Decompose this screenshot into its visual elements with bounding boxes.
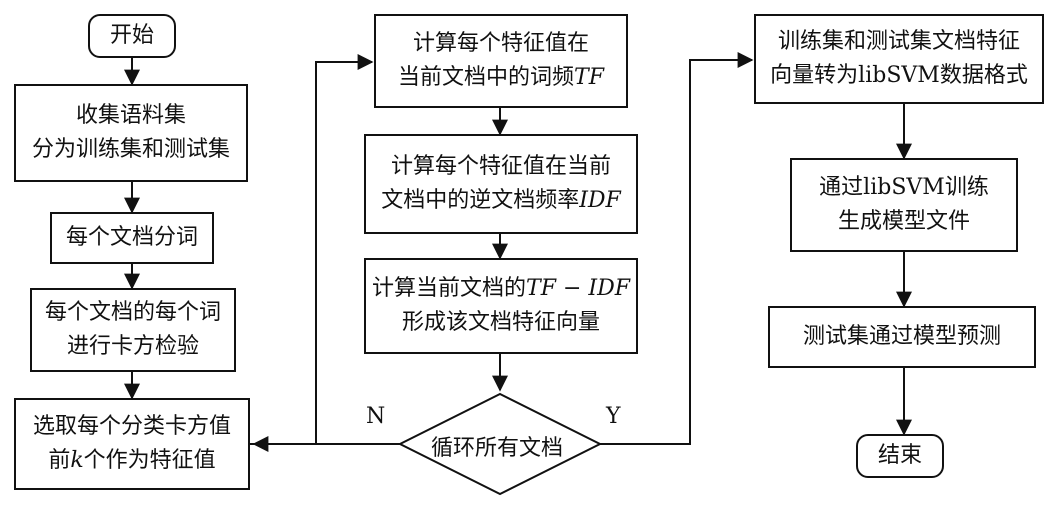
select-line-1: 选取每个分类卡方值 (32, 414, 231, 439)
branch-yes-label: Y (606, 404, 621, 429)
collect-corpus-box: 收集语料集 分为训练集和测试集 (14, 84, 248, 182)
idf-line-2-text: 文档中的逆文档频率 (381, 188, 580, 213)
chi-line-1: 每个文档的每个词 (44, 300, 221, 325)
chi-square-box: 每个文档的每个词 进行卡方检验 (30, 288, 236, 372)
collect-line-2: 分为训练集和测试集 (31, 137, 230, 162)
end-node: 结束 (856, 434, 944, 478)
tf-symbol: TF (574, 65, 604, 90)
tfidf-line-1: 计算当前文档的TF − IDF (372, 272, 630, 306)
convert-line-1: 训练集和测试集文档特征 (777, 29, 1020, 54)
loop-diamond (397, 392, 603, 496)
train-line-2: 生成模型文件 (837, 209, 970, 234)
arrow-select-to-tf (250, 54, 374, 445)
tfidf-symbol: TF − IDF (526, 276, 630, 301)
idf-symbol: IDF (579, 188, 621, 213)
collect-line-1: 收集语料集 (75, 103, 186, 128)
start-label: 开始 (109, 23, 154, 48)
tfidf-line-1-text: 计算当前文档的 (372, 276, 527, 301)
segment-box: 每个文档分词 (50, 212, 214, 264)
tf-line-1: 计算每个特征值在 (412, 31, 589, 56)
predict-label: 测试集通过模型预测 (802, 324, 1001, 349)
train-line-1: 通过libSVM训练 (819, 175, 989, 200)
tf-line-2: 当前文档中的词频TF (398, 61, 604, 95)
idf-line-2: 文档中的逆文档频率IDF (381, 184, 621, 218)
chi-line-2: 进行卡方检验 (66, 334, 199, 359)
convert-line-2: 向量转为libSVM数据格式 (770, 63, 1028, 88)
select-line-2: 前k个作为特征值 (48, 444, 215, 478)
convert-format-box: 训练集和测试集文档特征 向量转为libSVM数据格式 (754, 14, 1044, 104)
idf-box: 计算每个特征值在当前 文档中的逆文档频率IDF (364, 134, 638, 234)
segment-label: 每个文档分词 (65, 225, 198, 250)
branch-no-label: N (366, 404, 386, 429)
select-line-2-prefix: 前 (48, 448, 71, 473)
end-label: 结束 (877, 443, 922, 468)
start-node: 开始 (88, 14, 176, 58)
select-features-box: 选取每个分类卡方值 前k个作为特征值 (14, 398, 250, 490)
select-line-2-suffix: 个作为特征值 (83, 448, 216, 473)
loop-label: 循环所有文档 (431, 436, 564, 461)
arrow-loop-yes-to-convert (600, 52, 754, 445)
select-k-variable: k (70, 448, 84, 473)
tfidf-line-2: 形成该文档特征向量 (401, 310, 600, 335)
train-model-box: 通过libSVM训练 生成模型文件 (790, 158, 1018, 252)
tfidf-box: 计算当前文档的TF − IDF 形成该文档特征向量 (364, 258, 638, 354)
predict-box: 测试集通过模型预测 (768, 306, 1036, 368)
tf-line-2-text: 当前文档中的词频 (398, 65, 575, 90)
idf-line-1: 计算每个特征值在当前 (390, 154, 611, 179)
tf-box: 计算每个特征值在 当前文档中的词频TF (374, 14, 628, 108)
